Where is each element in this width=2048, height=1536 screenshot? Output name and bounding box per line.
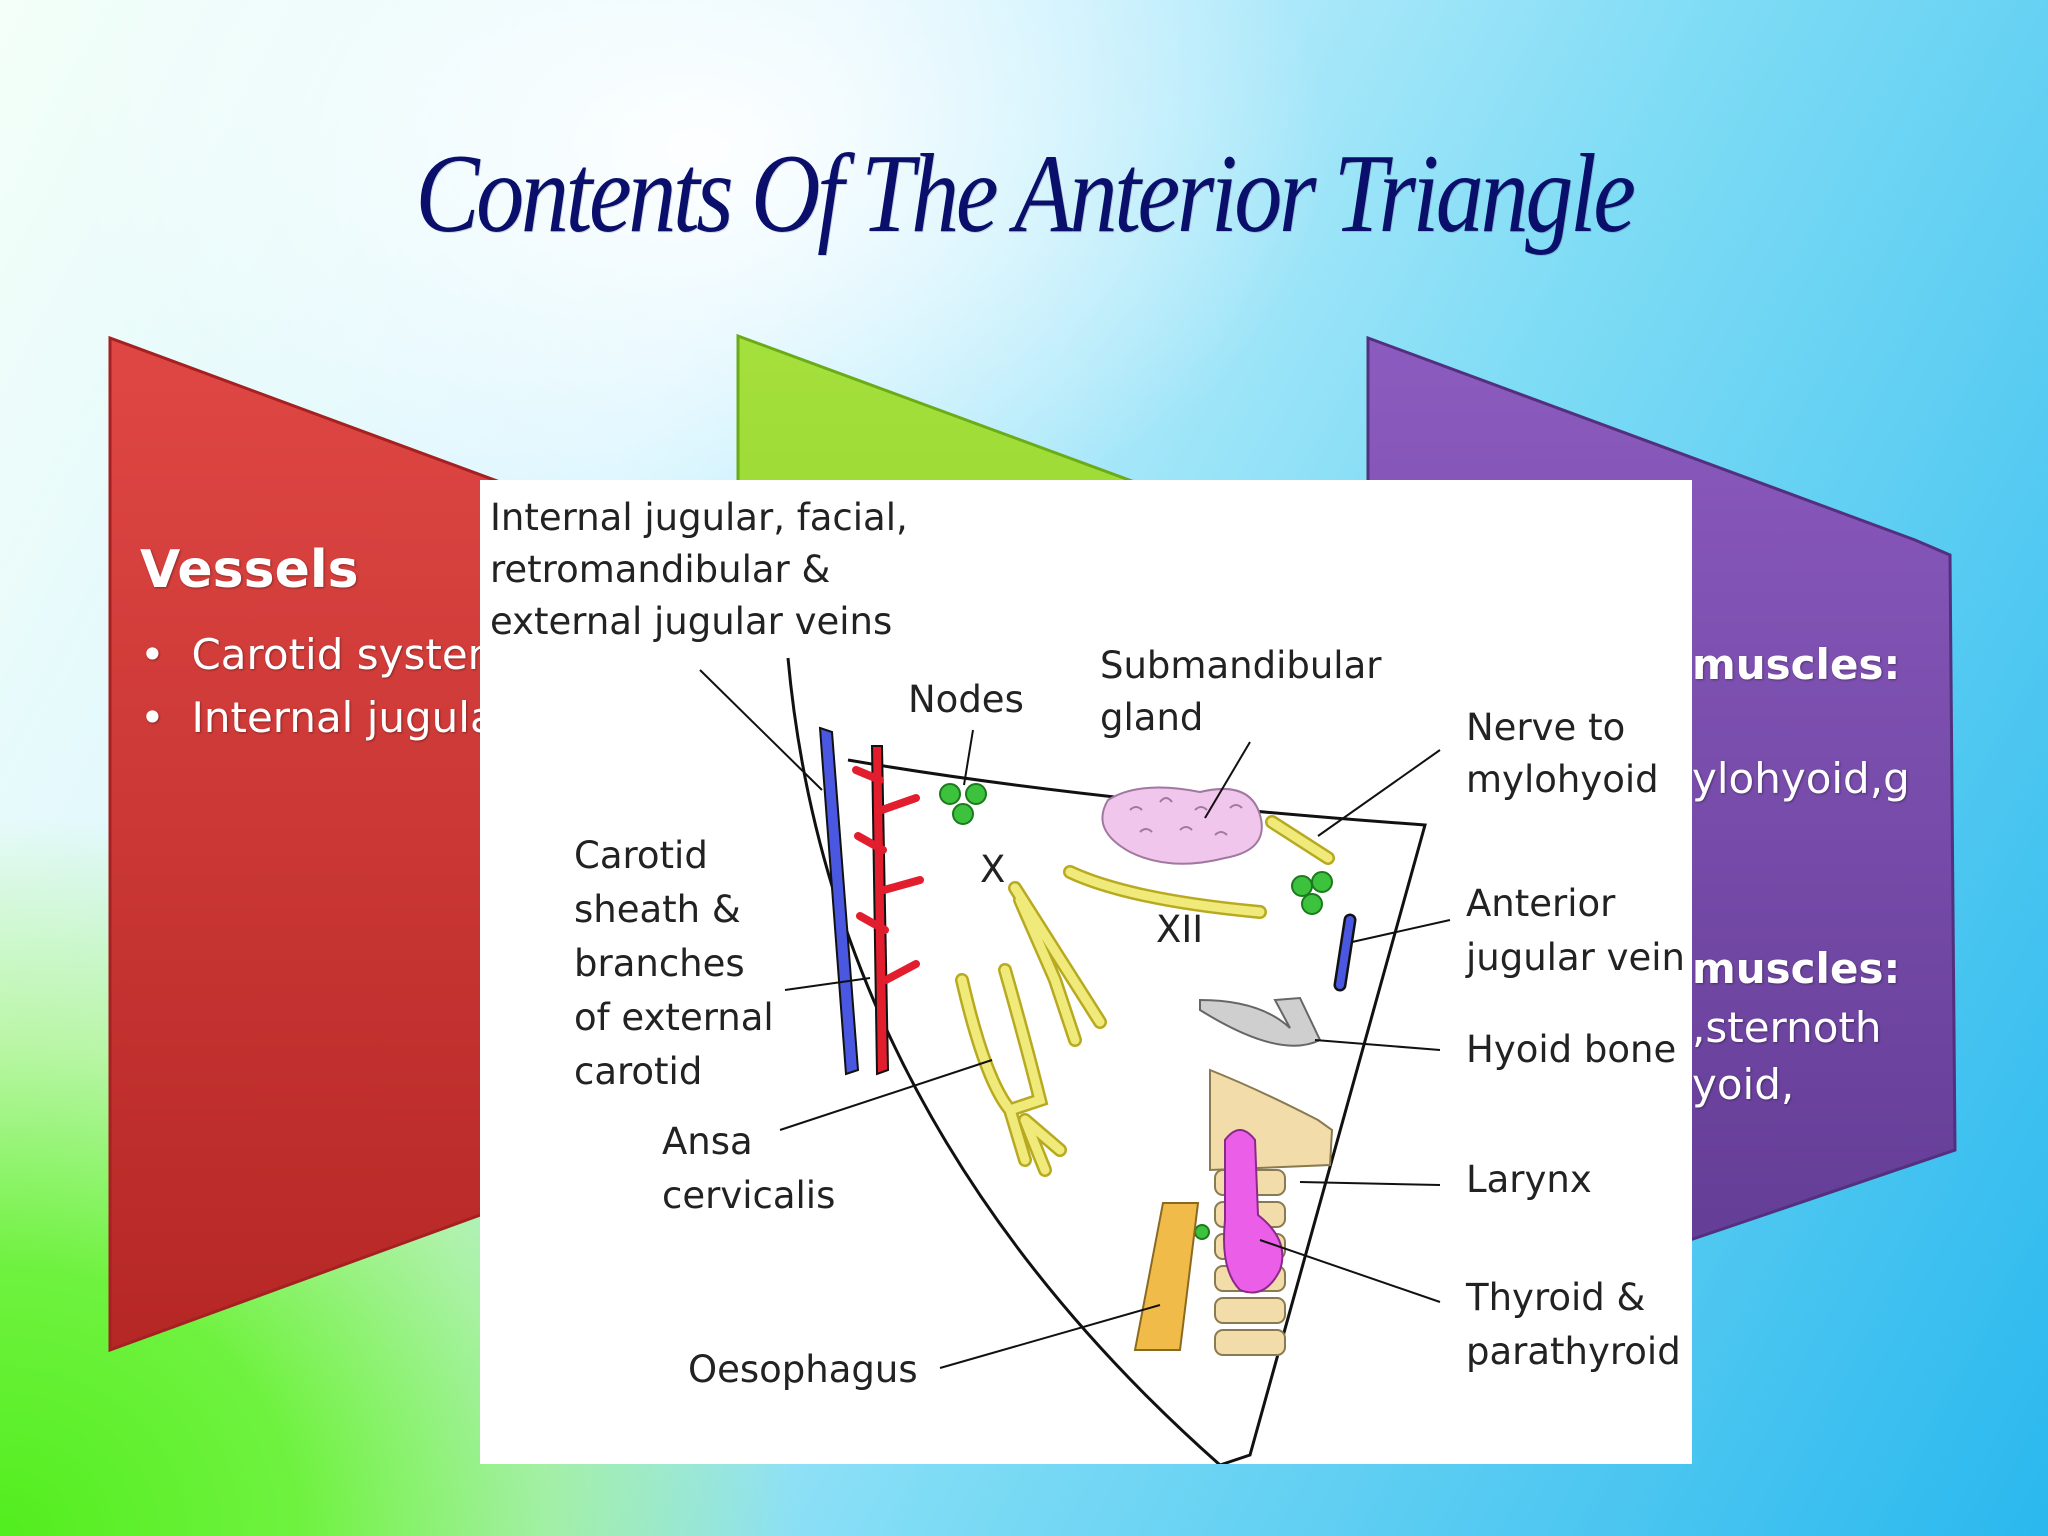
- artery-branches: [852, 766, 924, 984]
- vessels-heading: Vessels: [140, 540, 359, 600]
- oesophagus: [1133, 1202, 1200, 1351]
- label-vagus-x: X: [980, 848, 1005, 891]
- anterior-jugular-vein-fill: [1336, 916, 1354, 989]
- label-hyoid-bone: Hyoid bone: [1466, 1028, 1676, 1071]
- label-larynx: Larynx: [1466, 1158, 1592, 1201]
- label-anterior-jugular-2: jugular vein: [1465, 936, 1685, 979]
- label-nerve-mylohyoid-1: Nerve to: [1466, 706, 1625, 749]
- carotid-artery: [870, 745, 890, 1076]
- anatomy-diagram-svg: Internal jugular, facial, retromandibula…: [490, 496, 1685, 1464]
- purple-line-3: muscles:: [1692, 944, 1901, 993]
- bullet-internal-jugular: • Internal jugular: [140, 693, 513, 742]
- anatomy-diagram: Internal jugular, facial, retromandibula…: [480, 480, 1692, 1464]
- label-carotid-5: carotid: [574, 1050, 702, 1093]
- label-hypoglossal-xii: XII: [1156, 908, 1203, 951]
- label-thyroid-1: Thyroid &: [1465, 1276, 1645, 1319]
- submandibular-gland: [1101, 786, 1263, 865]
- label-carotid-3: branches: [574, 942, 745, 985]
- slide-title: Contents Of The Anterior Triangle: [415, 132, 1636, 256]
- purple-line-5: yoid,: [1692, 1060, 1795, 1109]
- label-carotid-4: of external: [574, 996, 774, 1039]
- label-submandibular-1: Submandibular: [1100, 644, 1382, 687]
- internal-jugular-vein: [818, 726, 860, 1076]
- lymph-nodes-lower: [1291, 871, 1333, 915]
- label-thyroid-2: parathyroid: [1466, 1330, 1681, 1373]
- nerve-to-mylohyoid-fill: [1267, 817, 1333, 863]
- label-veins-2: retromandibular &: [490, 548, 830, 591]
- label-ansa-1: Ansa: [662, 1120, 753, 1163]
- gland-texture: [1129, 797, 1243, 836]
- purple-line-4: ,sternoth: [1692, 1003, 1882, 1052]
- panel-red: [108, 335, 537, 1353]
- hypoglossal-nerve-xii-fill: [1065, 867, 1265, 917]
- purple-line-2: ylohyoid,g: [1692, 754, 1910, 803]
- label-ansa-2: cervicalis: [662, 1174, 835, 1217]
- label-nerve-mylohyoid-2: mylohyoid: [1466, 758, 1659, 801]
- bullet-internal-jugular-text: Internal jugular: [191, 693, 513, 742]
- purple-line-1: muscles:: [1692, 640, 1901, 689]
- label-carotid-1: Carotid: [574, 834, 708, 877]
- label-oesophagus: Oesophagus: [688, 1348, 918, 1391]
- ansa-cervicalis-nerve-fill: [957, 965, 1065, 1175]
- vagus-nerve-x-fill: [1010, 883, 1105, 1045]
- label-carotid-2: sheath &: [574, 888, 741, 931]
- label-veins-1: Internal jugular, facial,: [490, 496, 908, 539]
- bullet-carotid: • Carotid system: [140, 630, 509, 679]
- leader-lines: [699, 669, 1451, 1369]
- label-anterior-jugular-1: Anterior: [1466, 882, 1616, 925]
- label-nodes: Nodes: [908, 678, 1024, 721]
- label-veins-3: external jugular veins: [490, 600, 892, 643]
- panel-red-content: Vessels • Carotid system • Internal jugu…: [140, 540, 513, 742]
- label-submandibular-2: gland: [1100, 696, 1203, 739]
- thyroid-gland: [1223, 1129, 1284, 1294]
- parathyroid-gland: [1194, 1224, 1210, 1240]
- lymph-nodes-upper: [939, 783, 987, 825]
- hyoid-bone: [1199, 996, 1322, 1047]
- bullet-carotid-text: Carotid system: [191, 630, 509, 679]
